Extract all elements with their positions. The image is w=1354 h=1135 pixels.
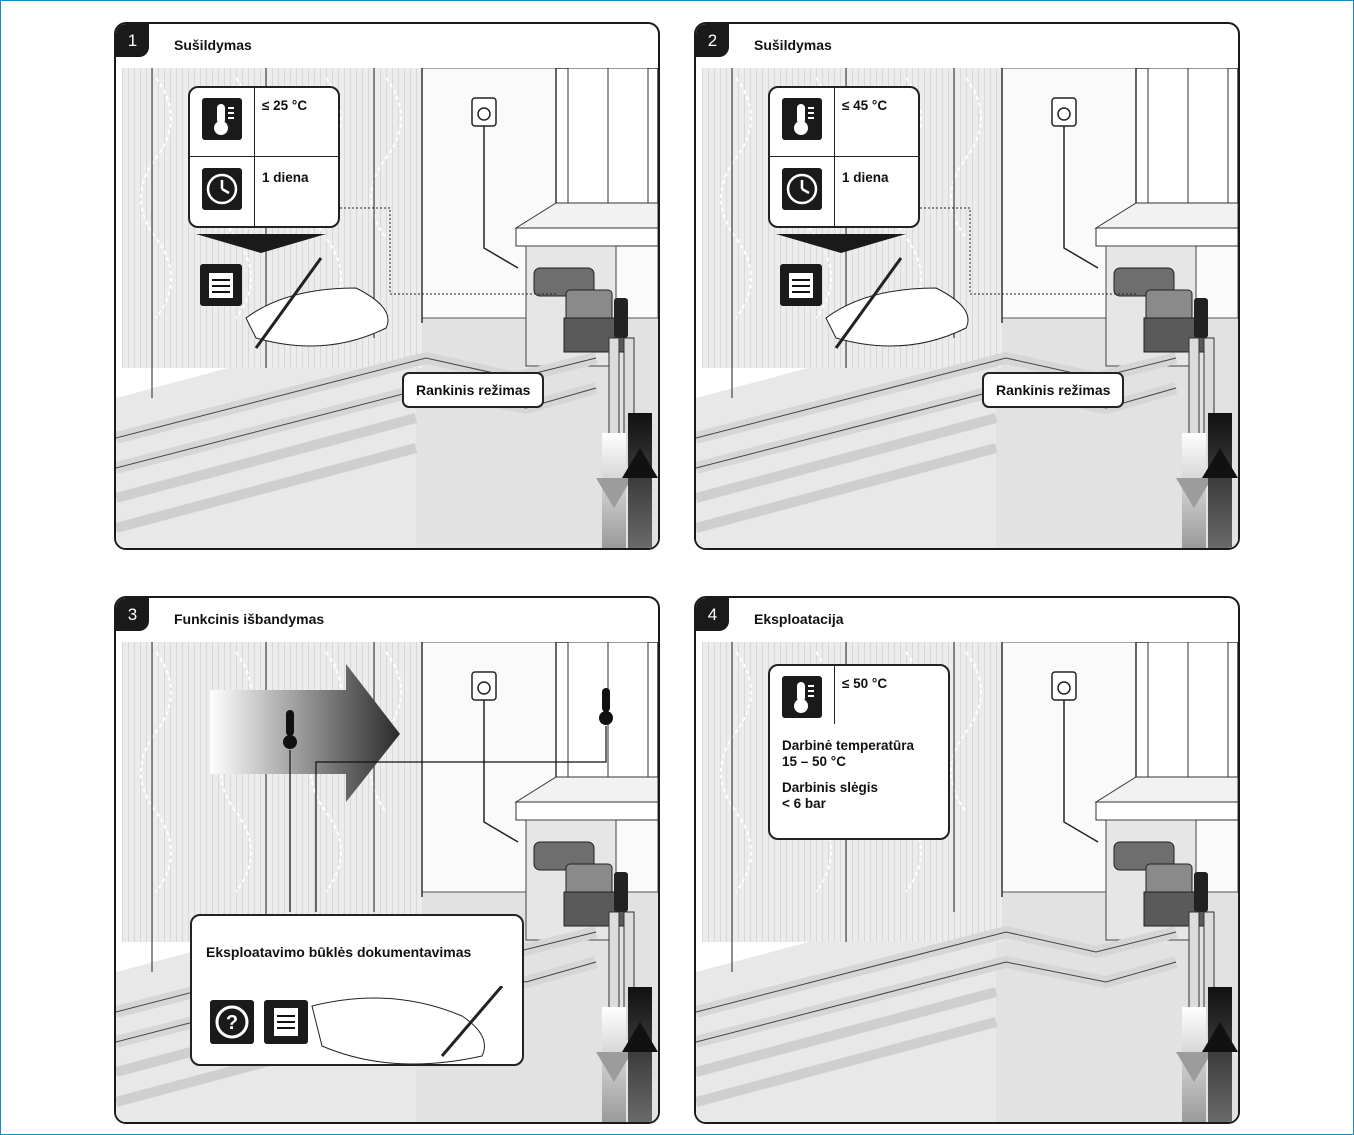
operating-temperature-label: Darbinė temperatūra — [782, 738, 915, 753]
svg-text:?: ? — [226, 1012, 238, 1034]
notepad-icon — [264, 1000, 308, 1044]
warm-air-arrow-icon — [210, 664, 400, 802]
step-panel-2: 2 Sušildymas ≤ 45 °C 1 diena Rankinis re… — [694, 22, 1240, 550]
step-title: Sušildymas — [174, 37, 252, 53]
process-arrow-icon — [196, 234, 326, 253]
thermometer-icon — [782, 676, 822, 718]
step-panel-3: 3 Funkcinis išbandymas Eksploatavimo būk… — [114, 596, 660, 1124]
drying-spec-card: ≤ 25 °C 1 diena — [188, 86, 340, 228]
documentation-label: Eksploatavimo būklės dokumentavimas — [206, 944, 472, 960]
help-icon: ? — [210, 1000, 254, 1044]
room-illustration — [116, 642, 658, 1122]
step-number: 2 — [696, 24, 729, 57]
clock-icon — [782, 168, 822, 210]
process-arrow-icon — [776, 234, 906, 253]
documentation-card: Eksploatavimo būklės dokumentavimas ? — [190, 914, 524, 1066]
step-panel-4: 4 Eksploatacija ≤ 50 °C Darbinė temperat… — [694, 596, 1240, 1124]
step-title: Eksploatacija — [754, 611, 844, 627]
step-number: 1 — [116, 24, 149, 57]
operating-temperature-range: 15 – 50 °C — [782, 754, 846, 769]
duration: 1 diena — [842, 170, 889, 185]
step-number: 3 — [116, 598, 149, 631]
operating-pressure-label: Darbinis slėgis — [782, 780, 879, 795]
step-title: Sušildymas — [754, 37, 832, 53]
room-thermometer-icon — [599, 688, 613, 725]
operating-pressure-value: < 6 bar — [782, 796, 826, 811]
temperature-limit: ≤ 45 °C — [842, 98, 888, 113]
thermometer-icon — [782, 98, 822, 140]
thermometer-icon — [202, 98, 242, 140]
manual-mode-label: Rankinis režimas — [402, 372, 545, 408]
thermometer-icon — [283, 710, 297, 749]
step-title: Funkcinis išbandymas — [174, 611, 325, 627]
room-illustration — [116, 68, 658, 548]
duration: 1 diena — [262, 170, 309, 185]
room-illustration — [696, 68, 1238, 548]
manual-mode-label: Rankinis režimas — [982, 372, 1125, 408]
drying-spec-card: ≤ 45 °C 1 diena — [768, 86, 920, 228]
temperature-limit: ≤ 50 °C — [842, 676, 888, 691]
temperature-limit: ≤ 25 °C — [262, 98, 308, 113]
step-panel-1: 1 Sušildymas ≤ 25 °C 1 diena Ra — [114, 22, 660, 550]
clock-icon — [202, 168, 242, 210]
operation-spec-card: ≤ 50 °C Darbinė temperatūra 15 – 50 °C D… — [768, 664, 950, 840]
step-number: 4 — [696, 598, 729, 631]
